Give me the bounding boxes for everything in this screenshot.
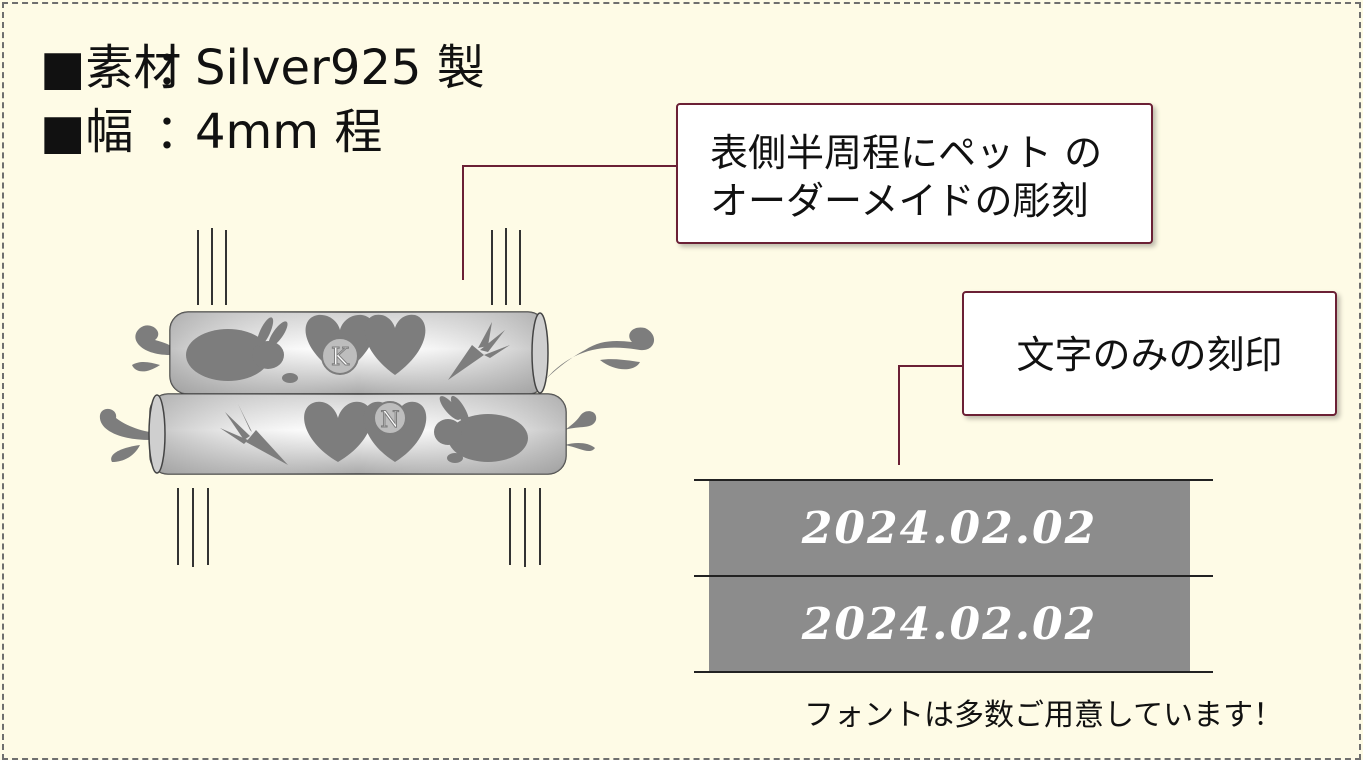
callout-pet-engraving: 表側半周程にペット の オーダーメイドの彫刻 <box>676 103 1153 244</box>
band-line-bottom <box>694 671 1213 673</box>
leader-pet-horizontal <box>462 165 678 167</box>
vine-ornaments <box>99 325 655 462</box>
engraving-sample: 2024.02.02 2024.02.02 <box>694 478 1214 676</box>
spec-material-colon: ： <box>155 40 204 96</box>
rabbit-motif-top <box>186 317 298 383</box>
band-bottom-date: 2024.02.02 <box>801 599 1098 650</box>
leader-pet-vertical <box>462 165 464 280</box>
leader-text-horizontal <box>898 365 964 367</box>
motion-lines-bottom-right <box>509 488 541 567</box>
band-bottom: 2024.02.02 <box>709 577 1190 672</box>
heart-k-motif: K <box>305 314 426 375</box>
band-top: 2024.02.02 <box>709 481 1190 576</box>
spec-width-label: ■幅 <box>40 104 134 160</box>
leader-text-vertical <box>898 365 900 465</box>
initial-n: N <box>380 408 399 433</box>
callout-pet-line-2: オーダーメイドの彫刻 <box>710 179 1089 223</box>
initial-k: K <box>331 343 350 371</box>
ring-top: K <box>169 311 549 395</box>
motion-lines-bottom-left <box>177 488 209 567</box>
spec-width-value: 4mm 程 <box>195 104 383 160</box>
carrot-motif-bottom <box>220 404 288 465</box>
rabbit-motif-bottom <box>434 395 528 463</box>
spec-width-colon: ： <box>155 104 204 160</box>
band-line-middle <box>694 575 1213 577</box>
font-note: フォントは多数ご用意しています！ <box>804 698 1284 733</box>
motion-lines-top-right <box>491 228 521 305</box>
ring-illustration: K <box>99 228 655 567</box>
spec-material-value: Silver925 製 <box>195 40 485 96</box>
spec-material: ■素材：Silver925 製 <box>40 44 485 92</box>
spec-width: ■幅：4mm 程 <box>40 108 382 156</box>
motion-lines-top-left <box>197 228 227 305</box>
carrot-motif-top <box>448 322 510 380</box>
ring-bottom: N <box>148 393 567 475</box>
band-line-top <box>694 479 1213 481</box>
band-top-date: 2024.02.02 <box>801 503 1098 554</box>
callout-text-engraving: 文字のみの刻印 <box>962 291 1337 416</box>
callout-pet-line-1: 表側半周程にペット の <box>710 131 1103 175</box>
heart-n-motif: N <box>304 401 427 462</box>
